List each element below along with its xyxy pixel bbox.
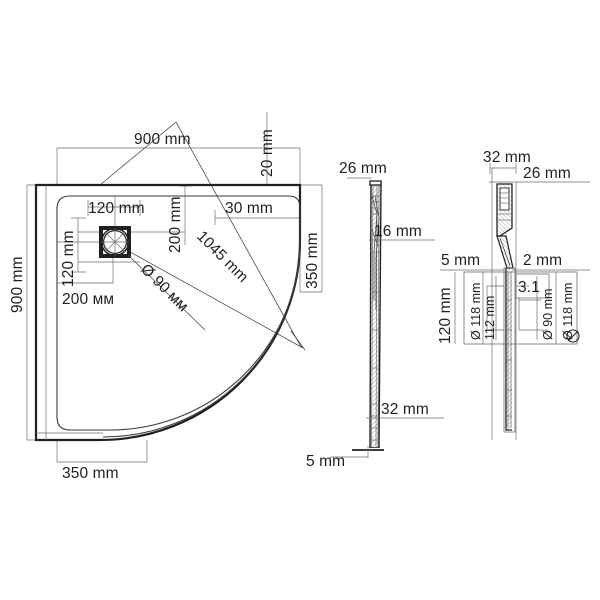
- detail-gap-label: 2 mm: [523, 252, 562, 269]
- plan-rim-right-label: 350 mm: [304, 232, 321, 289]
- plan-diagonal-construction: [99, 121, 306, 351]
- detail-pipe-outline: [503, 267, 516, 433]
- detail-dimension-box: [463, 271, 578, 345]
- detail-left-offset-label: 5 mm: [441, 252, 480, 269]
- detail-outer-dia-left-label: Ø 118 mm: [469, 283, 483, 340]
- drain-diameter-leader: [127, 254, 206, 331]
- plan-height-label: 900 mm: [9, 256, 26, 313]
- detail-section-view: 32 mm 26 mm 5 mm 2 mm 120 mm Ø 118 mm 11…: [437, 149, 590, 440]
- side-upper-label: 16 mm: [374, 223, 422, 240]
- detail-top-height-label: 26 mm: [523, 165, 571, 182]
- detail-diameter-markers: [566, 329, 580, 343]
- detail-outer-dia-right-label: Ø 118 mm: [561, 283, 575, 340]
- drain-assembly-plan: [57, 196, 131, 258]
- side-top-label: 26 mm: [339, 160, 387, 177]
- side-16-pointer: [371, 229, 379, 247]
- side-section-view: 26 mm 16 mm 32 mm 5 mm: [306, 160, 444, 470]
- drain-offset-left-label: 200 мм: [62, 291, 114, 308]
- drain-box-height-label: 120 mm: [60, 230, 77, 287]
- detail-overall-height-label: 120 mm: [437, 287, 454, 344]
- detail-thickness-label: 3.1: [518, 279, 540, 296]
- detail-upper-flange: [496, 183, 513, 237]
- detail-top-width-label: 32 mm: [483, 149, 531, 166]
- plan-flange-right-label: 30 mm: [225, 200, 273, 217]
- drain-box-width-label: 120 mm: [88, 200, 145, 217]
- side-bottom-label: 5 mm: [306, 453, 345, 470]
- tray-basin-outline: [56, 195, 301, 431]
- detail-inner-width-label: 112 mm: [483, 296, 497, 340]
- drain-offset-top-label: 200 mm: [167, 196, 184, 253]
- plan-flange-top-label: 20 mm: [259, 129, 276, 177]
- side-section-top-cap: [369, 180, 382, 186]
- detail-pipe-column: [505, 267, 512, 431]
- detail-bore-dia-label: Ø 90 mm: [541, 289, 555, 340]
- side-lower-label: 32 mm: [381, 401, 429, 418]
- plan-rim-bottom-label: 350 mm: [62, 465, 119, 482]
- plan-width-label: 900 mm: [134, 131, 191, 148]
